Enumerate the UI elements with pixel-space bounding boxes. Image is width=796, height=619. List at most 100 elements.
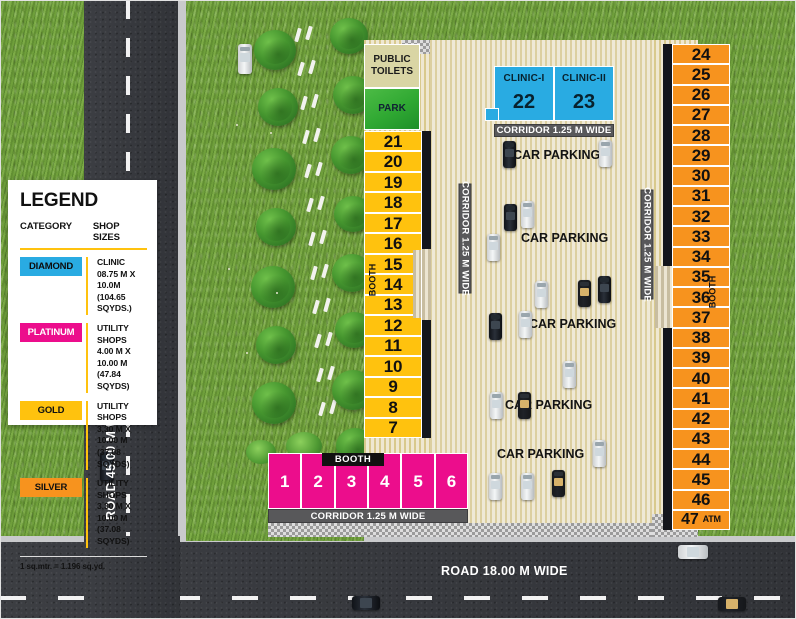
corridor-right-walkway [655, 266, 671, 328]
shop-plot-6[interactable]: 6 [434, 453, 468, 509]
shop-plot-36[interactable]: 36 [672, 287, 730, 308]
shop-plot-28[interactable]: 28 [672, 125, 730, 146]
shop-plot-15[interactable]: 15 [364, 253, 422, 275]
shop-number: 12 [383, 315, 403, 335]
tree [258, 88, 298, 126]
parked-car [503, 141, 516, 168]
shop-plot-13[interactable]: 13 [364, 294, 422, 316]
shop-plot-1[interactable]: 1 [268, 453, 302, 509]
shop-number: 47 [681, 510, 699, 528]
shop-plot-19[interactable]: 19 [364, 171, 422, 193]
legend-size-line: (37.08 SQYDS) [97, 446, 130, 469]
parked-car [489, 473, 502, 500]
shop-plot-26[interactable]: 26 [672, 84, 730, 105]
shop-number: 7 [388, 418, 398, 438]
shop-plot-24[interactable]: 24 [672, 44, 730, 65]
shop-plot-7[interactable]: 7 [364, 417, 422, 438]
shop-number: 6 [446, 471, 456, 491]
shop-number: 39 [691, 348, 711, 368]
road-car [352, 596, 380, 610]
shop-plot-18[interactable]: 18 [364, 192, 422, 213]
corridor-left-inner [413, 250, 421, 318]
shop-number: 46 [691, 490, 711, 510]
shop-number: 43 [691, 429, 711, 449]
shop-number: 17 [383, 213, 403, 233]
parked-car [487, 234, 500, 261]
shop-plot-43[interactable]: 43 [672, 428, 730, 449]
parked-car [578, 280, 591, 307]
shop-plot-46[interactable]: 46 [672, 489, 730, 510]
shop-plot-21[interactable]: 21 [364, 131, 422, 152]
shop-plot-29[interactable]: 29 [672, 145, 730, 166]
shop-number: 27 [691, 105, 711, 125]
public-toilets-block[interactable]: PUBLIC TOILETS [364, 44, 420, 88]
shop-plot-31[interactable]: 31 [672, 185, 730, 206]
shop-plot-33[interactable]: 33 [672, 226, 730, 247]
shop-plot-40[interactable]: 40 [672, 368, 730, 389]
paving-edge-bottom [268, 523, 698, 537]
booth-label-bottom: BOOTH [322, 453, 384, 466]
road-west-lower [84, 536, 180, 619]
road-car [678, 545, 708, 559]
clinic-plot-22[interactable]: CLINIC-I 22 [494, 66, 554, 121]
shop-plot-39[interactable]: 39 [672, 347, 730, 368]
parked-car [535, 281, 548, 308]
shop-number: 38 [691, 328, 711, 348]
shop-plot-38[interactable]: 38 [672, 327, 730, 348]
road-car [238, 44, 252, 74]
shop-plot-42[interactable]: 42 [672, 408, 730, 429]
park-block[interactable]: PARK [364, 88, 420, 130]
shop-plot-32[interactable]: 32 [672, 206, 730, 227]
shop-number: 24 [691, 44, 711, 64]
legend-swatch-platinum: PLATINUM [20, 322, 82, 342]
shop-plot-44[interactable]: 44 [672, 449, 730, 470]
booth-label-bottom-text: BOOTH [334, 454, 372, 465]
shop-plot-11[interactable]: 11 [364, 335, 422, 357]
shop-number: 11 [384, 336, 402, 356]
corridor-left-vertical: CORRIDOR 1.25 M WIDE [458, 181, 472, 296]
parked-car [552, 470, 565, 497]
shop-number: 5 [413, 471, 423, 491]
tree [252, 148, 296, 190]
shop-number: 15 [383, 254, 403, 274]
shop-plot-16[interactable]: 16 [364, 233, 422, 254]
parked-car [563, 361, 576, 388]
car-parking-label-5: CAR PARKING [497, 447, 585, 461]
clinic-number: 22 [512, 91, 536, 113]
road-car [718, 597, 746, 611]
ground-detail [276, 292, 278, 294]
corridor-bottom-label: CORRIDOR 1.25 M WIDE [310, 510, 426, 522]
clinic-name: CLINIC-I [503, 73, 545, 84]
shop-plot-37[interactable]: 37 [672, 307, 730, 328]
legend-size-line: (104.65 SQYDS.) [97, 291, 132, 314]
shop-plot-25[interactable]: 25 [672, 64, 730, 85]
parked-car [518, 392, 531, 419]
public-toilets-label-line1: PUBLIC [373, 53, 411, 65]
shop-plot-10[interactable]: 10 [364, 356, 422, 377]
tree [330, 18, 368, 54]
shop-plot-34[interactable]: 34 [672, 246, 730, 267]
shop-plot-12[interactable]: 12 [364, 315, 422, 336]
shop-plot-14[interactable]: 14 [364, 274, 422, 295]
shop-plot-5[interactable]: 5 [401, 453, 435, 509]
legend-size-line: 4.00 M X 10.00 M [97, 346, 131, 368]
legend-swatch-silver: SILVER [20, 478, 82, 498]
tree [256, 208, 296, 246]
clinic-plot-23[interactable]: CLINIC-II 23 [554, 66, 614, 121]
shop-number: 45 [691, 469, 711, 489]
shop-plot-27[interactable]: 27 [672, 104, 730, 125]
shop-plot-20[interactable]: 20 [364, 151, 422, 172]
shop-plot-41[interactable]: 41 [672, 388, 730, 409]
corridor-left-label: CORRIDOR 1.25 M WIDE [459, 181, 471, 296]
shop-plot-30[interactable]: 30 [672, 165, 730, 186]
road-car [100, 452, 114, 482]
shop-plot-45[interactable]: 45 [672, 469, 730, 490]
shop-plot-9[interactable]: 9 [364, 376, 422, 398]
shop-plot-35[interactable]: 35 [672, 266, 730, 287]
shop-plot-8[interactable]: 8 [364, 397, 422, 418]
shop-plot-17[interactable]: 17 [364, 212, 422, 234]
